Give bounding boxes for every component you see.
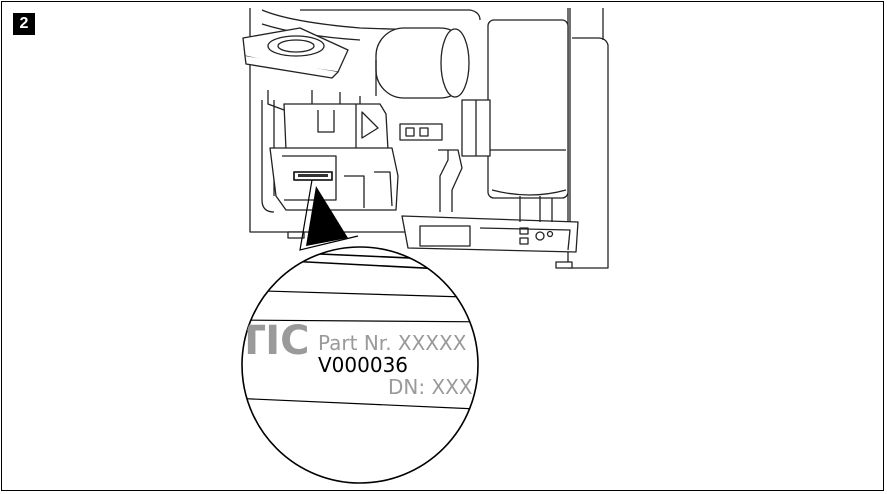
zoom-pointer [306,186,348,246]
zoom-circle: TIC Part Nr. XXXXX V000036 DN: XXX [238,246,479,484]
part-number-text: Part Nr. XXXXX [318,331,467,355]
serial-number-text: V000036 [318,353,408,377]
step-number-badge: 2 [13,13,35,35]
brand-fragment: TIC [238,318,310,364]
dn-text: DN: XXX [388,375,473,399]
appliance-body [242,8,609,269]
